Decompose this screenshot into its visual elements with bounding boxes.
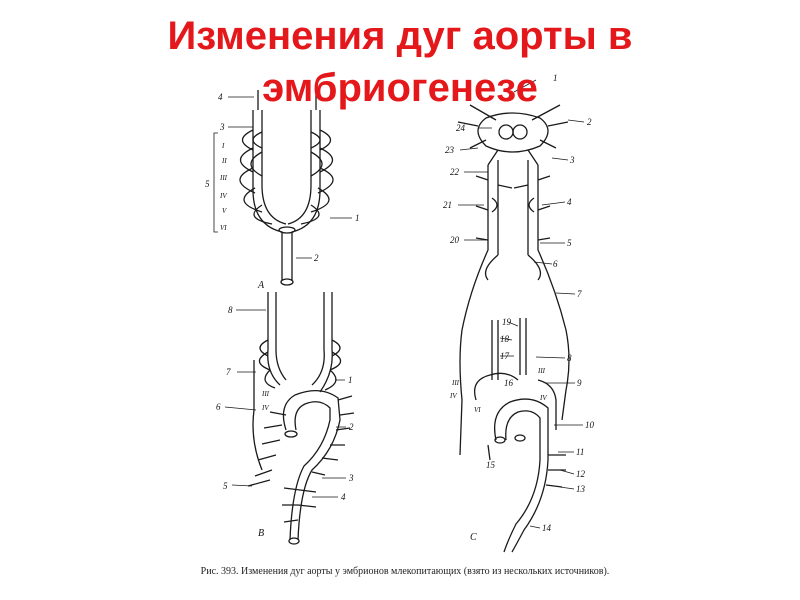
panel-c-number-label: 23 (445, 145, 455, 155)
panel-c-number-label: 15 (486, 460, 496, 470)
panel-b-number-label: 3 (348, 473, 354, 483)
panel-b-letter: B (258, 528, 264, 539)
panel-c-number-label: 2 (587, 117, 592, 127)
panel-c-number-label: 9 (577, 378, 582, 388)
panel-c-number-label: 16 (504, 378, 514, 388)
panel-a-number-label: 3 (219, 122, 225, 132)
panel-a-roman-label: II (221, 157, 227, 165)
panel-b-roman-label: III (261, 390, 270, 398)
panel-c-number-label: 19 (502, 317, 512, 327)
panel-c-letter: C (470, 532, 477, 543)
panel-c-number-label: 8 (567, 353, 572, 363)
panel-c-roman-label: IV (449, 392, 457, 400)
panel-a-roman-label: IV (219, 192, 227, 200)
panel-b-number-label: 6 (216, 402, 221, 412)
panel-a-roman-label: VI (220, 224, 227, 232)
panel-c-diagram (458, 80, 584, 552)
panel-c-roman-label: IV (539, 394, 547, 402)
panel-c-number-label: 7 (577, 289, 582, 299)
slide-title-line-1: Изменения дуг аорты в (0, 10, 800, 62)
panel-a-number-label: 1 (355, 213, 360, 223)
panel-b-roman-label: IV (261, 404, 269, 412)
panel-c-labels: 1 2 3 4 5 6 7 8 9 10 11 12 13 14 15 16 1… (443, 73, 595, 543)
panel-c-number-label: 24 (456, 123, 466, 133)
panel-a-number-label: 2 (314, 253, 319, 263)
panel-a-roman-label: I (221, 142, 225, 150)
panel-c-number-label: 13 (576, 484, 586, 494)
panel-b-number-label: 5 (223, 481, 228, 491)
panel-b-number-label: 1 (348, 375, 353, 385)
panel-a-roman-label: V (222, 207, 227, 215)
panel-c-number-label: 3 (569, 155, 575, 165)
panel-b-number-label: 2 (349, 422, 354, 432)
panel-c-roman-label: III (537, 367, 546, 375)
panel-b-diagram (225, 292, 354, 544)
panel-a-letter: A (257, 280, 265, 291)
panel-b-number-label: 8 (228, 305, 233, 315)
panel-c-number-label: 20 (450, 235, 460, 245)
panel-c-number-label: 14 (542, 523, 552, 533)
panel-b-number-label: 7 (226, 367, 231, 377)
panel-a-roman-label: III (219, 174, 228, 182)
slide-title-line-2: эмбриогенезе (0, 62, 800, 114)
panel-c-number-label: 17 (500, 351, 510, 361)
panel-c-number-label: 22 (450, 167, 460, 177)
panel-a-number-label: 5 (205, 179, 210, 189)
panel-c-number-label: 10 (585, 420, 595, 430)
panel-c-number-label: 5 (567, 238, 572, 248)
slide-title: Изменения дуг аорты в эмбриогенезе (0, 10, 800, 114)
panel-a-diagram (214, 90, 352, 285)
panel-c-roman-label: VI (474, 406, 481, 414)
panel-c-number-label: 21 (443, 200, 452, 210)
panel-c-roman-label: III (451, 379, 460, 387)
panel-b-number-label: 4 (341, 492, 346, 502)
panel-c-number-label: 18 (500, 334, 510, 344)
panel-c-number-label: 4 (567, 197, 572, 207)
panel-c-number-label: 11 (576, 447, 584, 457)
panel-c-number-label: 6 (553, 259, 558, 269)
panel-c-number-label: 12 (576, 469, 586, 479)
